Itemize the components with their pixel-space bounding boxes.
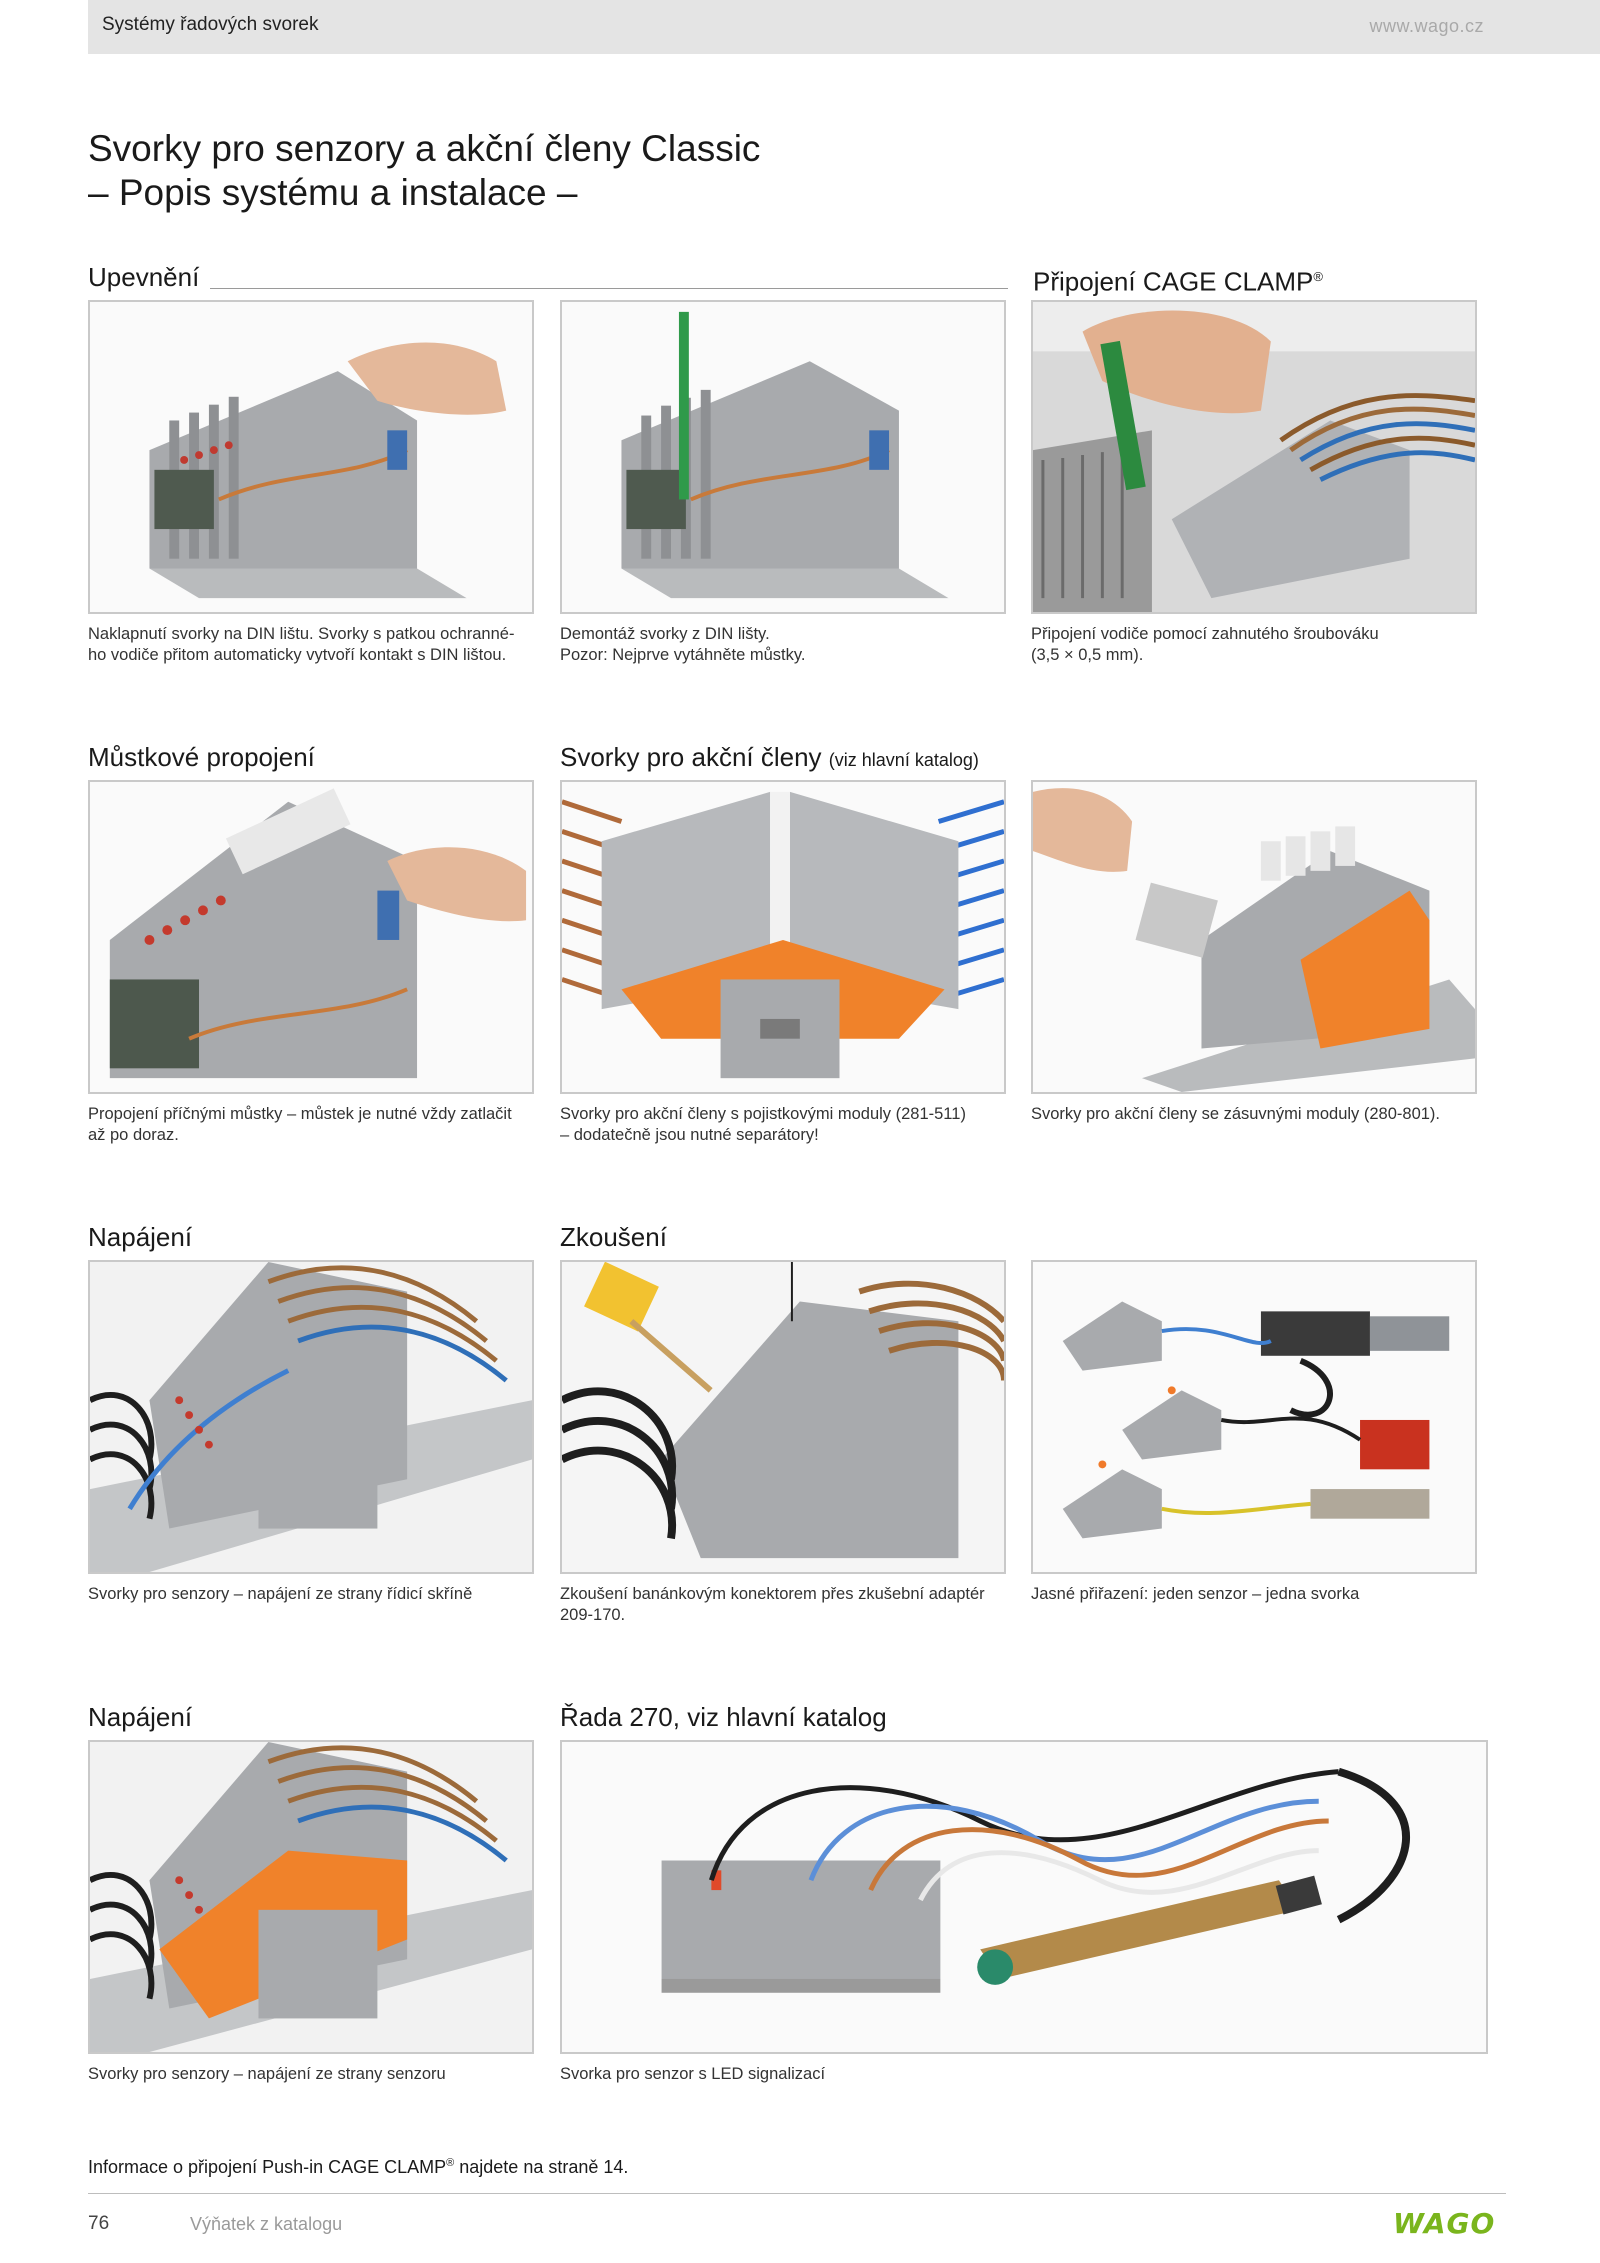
page-number: 76 (88, 2213, 110, 2234)
heading-pripojeni-text: Připojení CAGE CLAMP (1033, 266, 1314, 297)
photo-supply-sensor-side (88, 1740, 534, 2054)
caption-line: Svorky pro senzory – napájení ze strany … (88, 2065, 446, 2083)
heading-rule (210, 288, 1008, 289)
caption-line: Propojení příčnými můstky – můstek je nu… (88, 1105, 512, 1123)
photo-cross-jumpers (88, 780, 534, 1094)
caption-line: Naklapnutí svorky na DIN lištu. Svorky s… (88, 625, 515, 643)
caption-line: – dodatečně jsou nutné separátory! (560, 1126, 819, 1144)
heading-akcni-text: Svorky pro akční členy (560, 742, 822, 772)
heading-akcni-note: (viz hlavní katalog) (828, 750, 979, 770)
wago-logo: WAGO (1393, 2207, 1503, 2240)
heading-pripojeni: Připojení CAGE CLAMP® (1033, 262, 1323, 297)
registered-mark: ® (1313, 269, 1323, 284)
heading-mustkove: Můstkové propojení (88, 742, 315, 772)
caption-plug-modules: Svorky pro akční členy se zásuvnými modu… (1031, 1104, 1481, 1125)
caption-line: Svorky pro senzory – napájení ze strany … (88, 1585, 473, 1603)
heading-zkouseni: Zkoušení (560, 1222, 667, 1252)
caption-supply-cabinet: Svorky pro senzory – napájení ze strany … (88, 1584, 538, 1605)
caption-line: Demontáž svorky z DIN lišty. (560, 625, 770, 643)
caption-line: Zkoušení banánkovým konektorem přes zkuš… (560, 1585, 985, 1603)
page-title-line-2: – Popis systému a instalace – (88, 172, 578, 213)
caption-line: ho vodiče přitom automaticky vytvoří kon… (88, 646, 507, 664)
footnote-text: Informace o připojení Push-in CAGE CLAMP (88, 2157, 447, 2177)
registered-mark: ® (446, 2157, 455, 2169)
photo-series-270-led-terminal (560, 1740, 1488, 2054)
footer-label: Výňatek z katalogu (190, 2214, 343, 2234)
caption-cross-jumpers: Propojení příčnými můstky – můstek je nu… (88, 1104, 538, 1146)
photo-testing-adapter (560, 1260, 1006, 1574)
header-section-title: Systémy řadových svorek (102, 14, 319, 35)
caption-assignment: Jasné přiřazení: jeden senzor – jedna sv… (1031, 1584, 1481, 1605)
svg-text:WAGO: WAGO (1393, 2208, 1495, 2238)
caption-line: 209-170. (560, 1606, 626, 1624)
page-title: Svorky pro senzory a akční členy Classic… (88, 127, 988, 215)
footnote-text-rest: najdete na straně 14. (454, 2157, 629, 2177)
footer-rule (88, 2193, 1506, 2194)
caption-cage-clamp: Připojení vodiče pomocí zahnutého šroubo… (1031, 624, 1481, 666)
heading-upevneni: Upevnění (88, 262, 200, 292)
photo-actuator-plug-modules (1031, 780, 1477, 1094)
caption-led-terminal: Svorka pro senzor s LED signalizací (560, 2064, 1010, 2085)
caption-line: (3,5 × 0,5 mm). (1031, 646, 1144, 664)
caption-line: Svorka pro senzor s LED signalizací (560, 2065, 826, 2083)
caption-line: Pozor: Nejprve vytáhněte můstky. (560, 646, 806, 664)
caption-supply-sensor: Svorky pro senzory – napájení ze strany … (88, 2064, 538, 2085)
footnote-push-in-info: Informace o připojení Push-in CAGE CLAMP… (88, 2157, 628, 2178)
heading-napajeni-1: Napájení (88, 1222, 193, 1252)
heading-napajeni-2: Napájení (88, 1702, 193, 1732)
caption-line: Připojení vodiče pomocí zahnutého šroubo… (1031, 625, 1379, 643)
photo-din-snap-on (88, 300, 534, 614)
caption-line: Svorky pro akční členy s pojistkovými mo… (560, 1105, 966, 1123)
caption-line: Svorky pro akční členy se zásuvnými modu… (1031, 1105, 1441, 1123)
caption-testing: Zkoušení banánkovým konektorem přes zkuš… (560, 1584, 1010, 1626)
photo-din-removal (560, 300, 1006, 614)
photo-actuator-fuse-modules (560, 780, 1006, 1094)
header-website[interactable]: www.wago.cz (1369, 16, 1484, 36)
photo-supply-cabinet-side (88, 1260, 534, 1574)
heading-akcni-cleny: Svorky pro akční členy (viz hlavní katal… (560, 742, 979, 775)
caption-line: Jasné přiřazení: jeden senzor – jedna sv… (1031, 1585, 1360, 1603)
heading-rada-270: Řada 270, viz hlavní katalog (560, 1702, 887, 1732)
page-title-line-1: Svorky pro senzory a akční členy Classic (88, 128, 761, 169)
caption-din-snap-on: Naklapnutí svorky na DIN lištu. Svorky s… (88, 624, 538, 666)
photo-cage-clamp-connection (1031, 300, 1477, 614)
caption-din-removal: Demontáž svorky z DIN lišty. Pozor: Nejp… (560, 624, 1010, 666)
photo-sensor-assignment (1031, 1260, 1477, 1574)
caption-line: až po doraz. (88, 1126, 179, 1144)
caption-fuse-modules: Svorky pro akční členy s pojistkovými mo… (560, 1104, 1010, 1146)
header-bar (88, 0, 1600, 54)
